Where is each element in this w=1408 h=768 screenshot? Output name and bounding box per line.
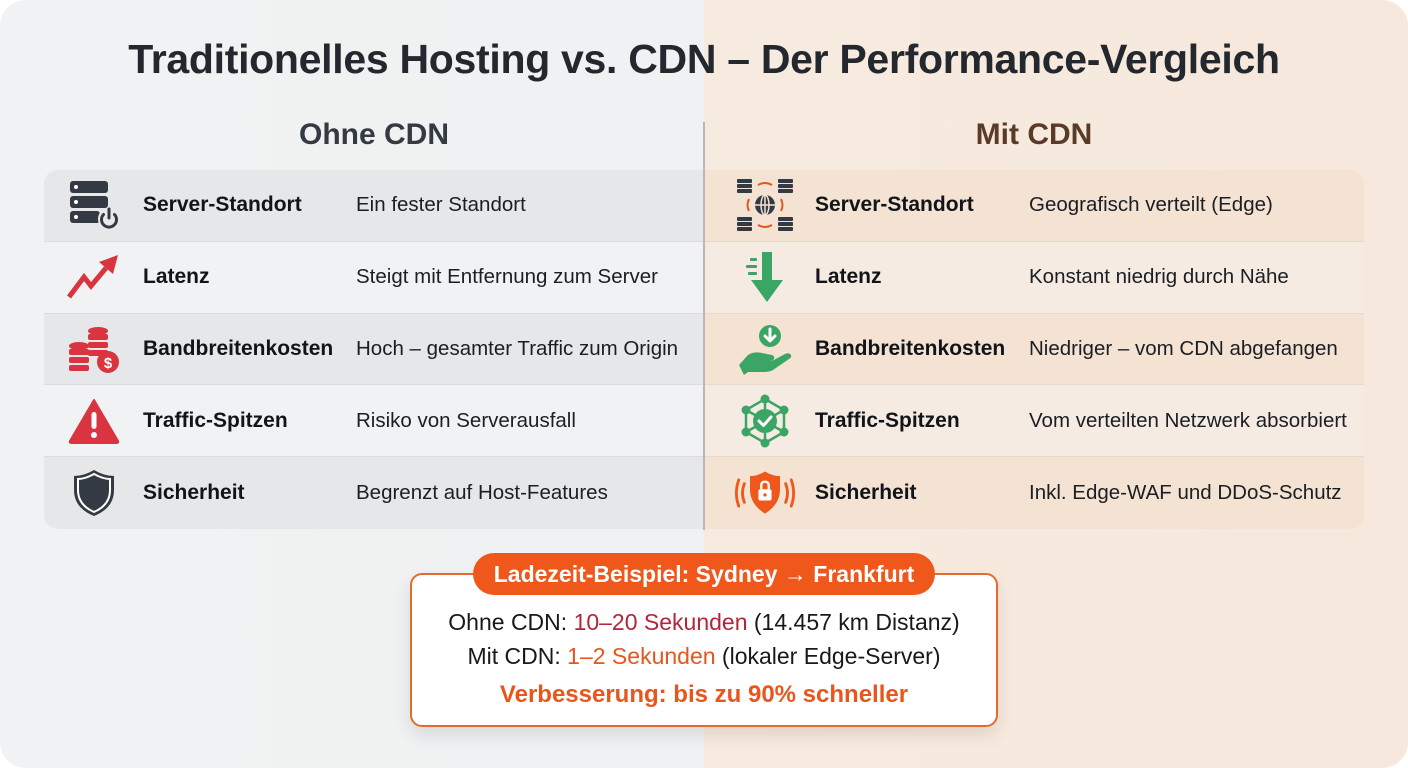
row-label: Latenz [815, 265, 882, 289]
hand-download-icon [735, 321, 795, 377]
row-value: Steigt mit Entfernung zum Server [356, 265, 658, 289]
row-label: Latenz [143, 265, 210, 289]
server-power-icon [64, 177, 124, 233]
column-heading-with-cdn: Mit CDN [975, 118, 1093, 151]
example-line-without-cdn: Ohne CDN: 10–20 Sekunden (14.457 km Dist… [412, 609, 996, 636]
table-row: $ Bandbreitenkosten Hoch – gesamter Traf… [44, 313, 703, 386]
row-value: Ein fester Standort [356, 193, 526, 217]
svg-text:$: $ [104, 355, 113, 372]
row-label: Sicherheit [815, 481, 917, 505]
fast-down-arrow-icon [735, 249, 795, 305]
row-value: Inkl. Edge-WAF und DDoS-Schutz [1029, 481, 1342, 505]
example-line-suffix: (14.457 km Distanz) [747, 609, 960, 635]
table-row: Sicherheit Inkl. Edge-WAF und DDoS-Schut… [705, 457, 1364, 529]
table-row: Bandbreitenkosten Niedriger – vom CDN ab… [705, 313, 1364, 386]
row-label: Traffic-Spitzen [815, 408, 960, 432]
row-value: Risiko von Serverausfall [356, 408, 576, 432]
row-label: Server-Standort [815, 193, 974, 217]
table-row: Traffic-Spitzen Vom verteilten Netzwerk … [705, 385, 1364, 458]
example-improvement: Verbesserung: bis zu 90% schneller [499, 681, 909, 708]
shield-lock-signal-icon [735, 465, 795, 521]
row-value: Konstant niedrig durch Nähe [1029, 265, 1289, 289]
row-value: Niedriger – vom CDN abgefangen [1029, 336, 1338, 360]
row-label: Server-Standort [143, 193, 302, 217]
column-heading-without-cdn: Ohne CDN [299, 118, 449, 151]
row-label: Sicherheit [143, 481, 245, 505]
shield-icon [64, 465, 124, 521]
warning-triangle-icon [64, 393, 124, 449]
comparison-table-with-cdn: Server-Standort Geografisch verteilt (Ed… [705, 170, 1364, 529]
example-line-prefix: Ohne CDN: [448, 609, 574, 635]
table-row: Latenz Steigt mit Entfernung zum Server [44, 241, 703, 314]
table-row: Sicherheit Begrenzt auf Host-Features [44, 457, 703, 529]
column-divider [703, 122, 705, 530]
row-value: Geografisch verteilt (Edge) [1029, 193, 1273, 217]
row-label: Traffic-Spitzen [143, 408, 288, 432]
example-line-highlight: 1–2 Sekunden [567, 643, 716, 669]
table-row: Server-Standort Geografisch verteilt (Ed… [705, 170, 1364, 242]
table-row: Server-Standort Ein fester Standort [44, 170, 703, 242]
row-value: Hoch – gesamter Traffic zum Origin [356, 336, 679, 360]
comparison-table-without-cdn: Server-Standort Ein fester Standort Late… [44, 170, 703, 529]
example-line-prefix: Mit CDN: [467, 643, 568, 669]
example-line-highlight: 10–20 Sekunden [573, 609, 748, 635]
example-line-with-cdn: Mit CDN: 1–2 Sekunden (lokaler Edge-Serv… [412, 643, 996, 670]
example-line-suffix: (lokaler Edge-Server) [715, 643, 941, 669]
trend-up-arrow-icon [64, 249, 124, 305]
example-badge: Ladezeit-Beispiel: Sydney → Frankfurt [473, 553, 935, 595]
network-check-icon [735, 393, 795, 449]
table-row: Traffic-Spitzen Risiko von Serverausfall [44, 385, 703, 458]
load-time-example-box: Ohne CDN: 10–20 Sekunden (14.457 km Dist… [410, 573, 998, 727]
row-label: Bandbreitenkosten [143, 336, 334, 360]
distributed-servers-globe-icon [735, 177, 795, 233]
row-label: Bandbreitenkosten [815, 336, 1006, 360]
table-row: Latenz Konstant niedrig durch Nähe [705, 241, 1364, 314]
row-value: Begrenzt auf Host-Features [356, 481, 608, 505]
coins-dollar-icon: $ [64, 321, 124, 377]
page-title: Traditionelles Hosting vs. CDN – Der Per… [128, 36, 1280, 82]
row-value: Vom verteilten Netzwerk absorbiert [1029, 408, 1347, 432]
